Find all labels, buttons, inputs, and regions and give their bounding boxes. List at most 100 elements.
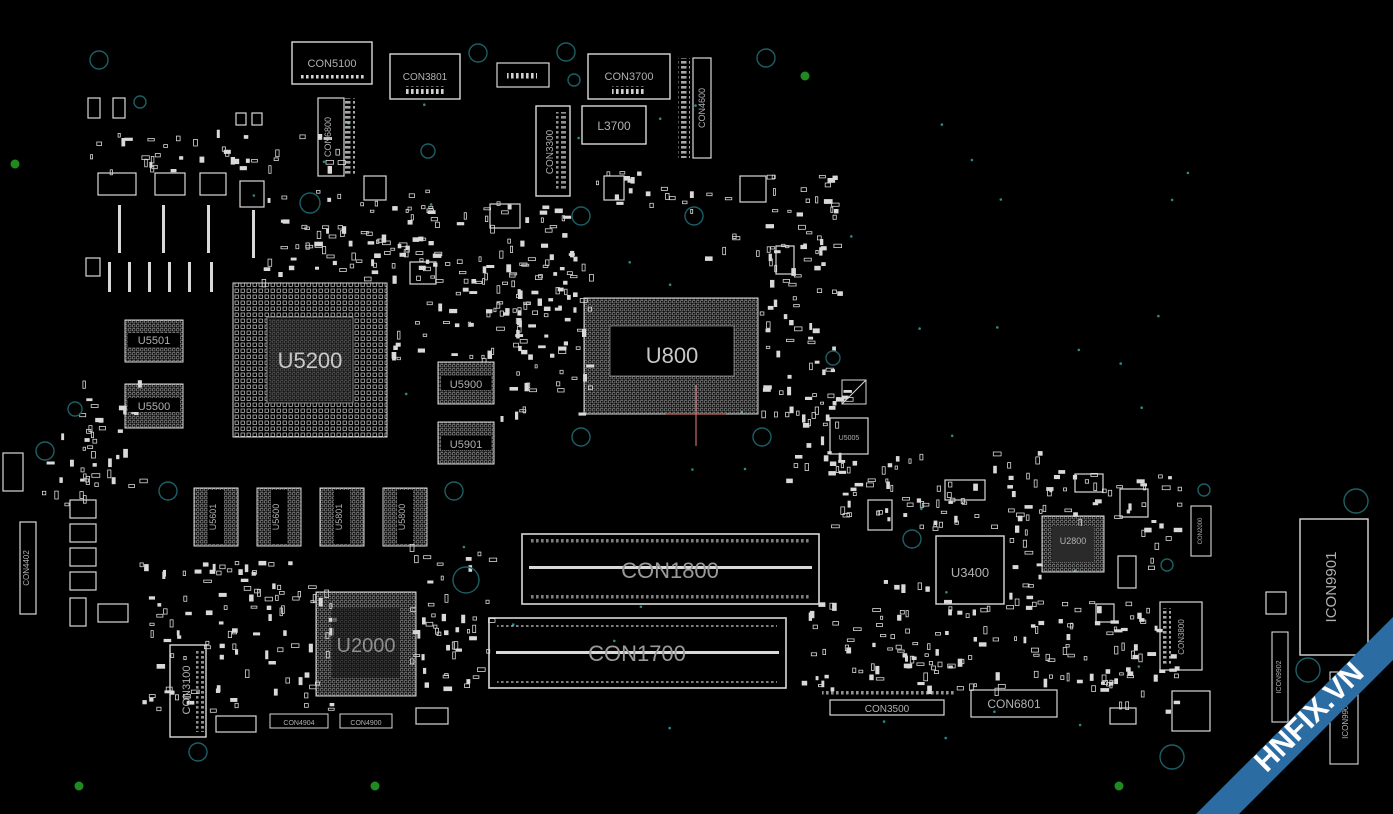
smd-part [919,524,924,530]
con4600[interactable]: CON4600 [678,57,712,159]
u5005[interactable]: U5005 [829,379,869,455]
con4904[interactable]: CON4904 [269,713,329,729]
smd-part [817,235,822,241]
smd-part [804,463,809,471]
smd-part [243,586,252,591]
con3800[interactable]: CON3800 [1159,601,1203,671]
smd-part [281,605,285,614]
con6800[interactable]: CON6800 [317,97,355,177]
smd-part [456,222,465,226]
smd-part [768,253,772,262]
smd-part [660,186,668,191]
con1700[interactable]: CON1700 [488,617,787,689]
smd-part [238,569,243,575]
smd-part [298,677,303,686]
smd-part [690,208,694,214]
smd-part [1154,542,1160,550]
con3801[interactable]: CON3801 [389,53,461,100]
smd-part [392,353,396,361]
smd-part [973,483,978,491]
smd-part [992,637,999,642]
u2000-label: U2000 [337,635,396,657]
smd-part [803,257,812,262]
smd-part [933,520,938,526]
icon9902[interactable]: ICON9902 [1271,631,1289,723]
smd-part [250,605,258,609]
con6801[interactable]: CON6801 [970,689,1058,718]
u5500[interactable]: U5500 [124,383,184,429]
smd-part [428,205,434,209]
smd-part [840,463,844,469]
u5800[interactable]: U5800 [382,487,428,547]
smd-part [434,251,443,257]
smd-part [472,675,480,679]
smd-part [485,599,490,604]
u2800[interactable]: U2800 [1041,515,1105,573]
smd-part [360,202,365,207]
smd-part [46,461,55,465]
con1800[interactable]: CON1800 [521,533,820,605]
smd-part [838,459,846,463]
smd-part [545,259,550,266]
smd-part [931,665,936,671]
smd-part [770,279,775,288]
smd-part [1159,523,1164,529]
smd-part [443,630,449,636]
via [691,468,694,471]
u800-cpu[interactable]: U800 [583,297,759,415]
con5100[interactable]: CON5100 [291,41,373,85]
con3100[interactable]: CON3100 [169,644,207,738]
smd-part [433,262,438,267]
u5801[interactable]: U5801 [319,487,365,547]
con3700[interactable]: CON3700 [587,53,671,100]
smd-part [905,610,909,618]
smd-part [216,685,221,693]
con2000[interactable]: CON2000 [1190,505,1212,557]
smd-part [794,326,803,332]
smd-part [573,256,578,262]
smd-part [793,463,799,468]
smd-part [853,627,862,631]
via [743,467,747,471]
u2000-pch[interactable]: U2000 [315,591,417,697]
smd-part [832,214,837,220]
smd-part [844,644,849,652]
smd-part [455,627,460,633]
con3500[interactable]: CON3500 [822,691,954,716]
smd-part [934,670,939,674]
u5501[interactable]: U5501 [124,319,184,363]
smd-part [425,621,434,627]
con4900[interactable]: CON4900 [339,713,393,729]
u3400[interactable]: U3400 [935,535,1005,605]
smd-part [86,398,93,402]
smd-part [275,149,280,158]
smd-part [472,624,477,634]
con4402[interactable]: CON4402 [19,521,37,615]
smd-part [1105,669,1111,674]
smd-part [487,350,492,359]
smd-part [840,506,846,515]
u5200-gpu[interactable]: U5200 [232,282,388,438]
l3700[interactable]: L3700 [581,105,647,145]
u5901[interactable]: U5901 [437,421,495,465]
smd-part [916,662,925,666]
smd-part [555,287,560,295]
u5600[interactable]: U5600 [256,487,302,547]
u5900[interactable]: U5900 [437,361,495,405]
smd-part [267,197,271,203]
smd-part [765,328,771,333]
smd-part [392,206,398,211]
smd-part [792,296,797,301]
con3300[interactable]: CON3300 [535,105,571,197]
icon9901[interactable]: ICON9901 [1299,518,1369,656]
smd-part [149,622,155,626]
smd-part [936,485,942,492]
smd-part [1128,503,1132,511]
smd-part [1097,606,1102,614]
smd-part [974,514,980,518]
smd-part [64,502,70,507]
smd-part [894,465,898,470]
smd-part [566,271,573,276]
u5601[interactable]: U5601 [193,487,239,547]
smd-part [877,510,883,515]
